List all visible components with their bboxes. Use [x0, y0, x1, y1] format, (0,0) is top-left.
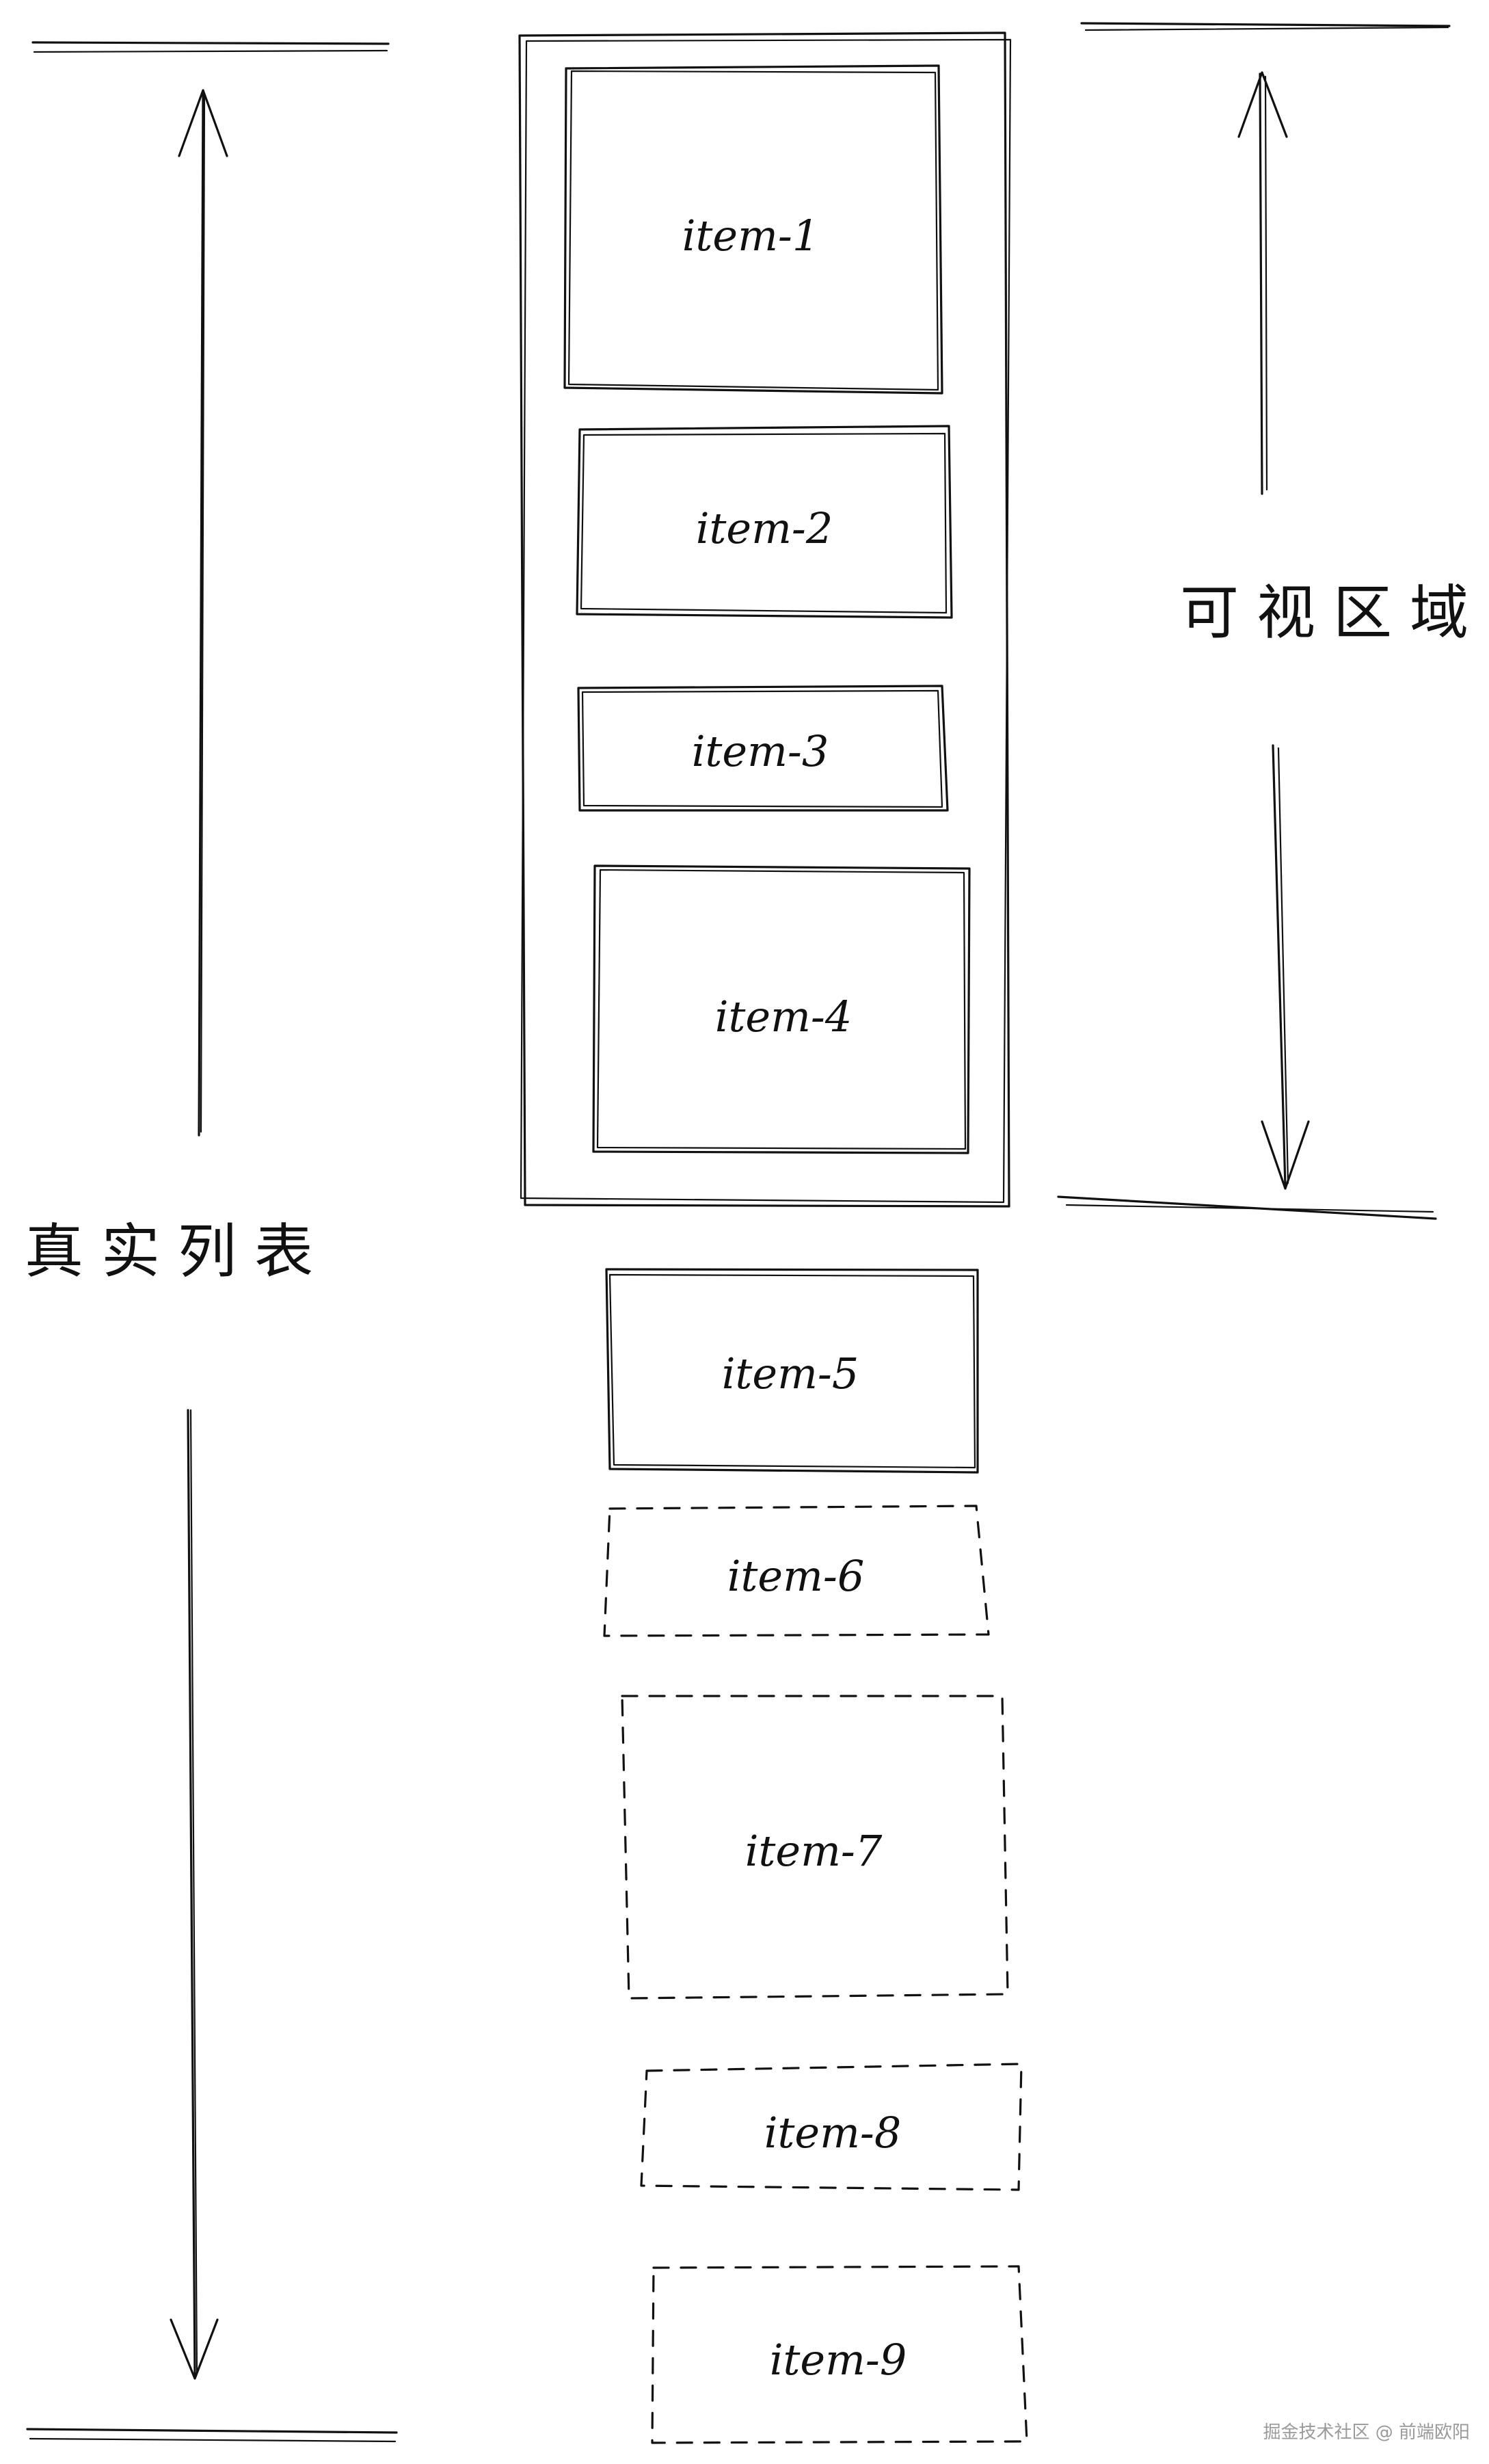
list-item: item-7: [621, 1695, 1009, 2000]
list-item: item-8: [640, 2063, 1023, 2191]
up-arrow-head-icon: [178, 89, 228, 157]
real-list-bracket: 真实列表: [25, 41, 398, 2443]
item-label: item-9: [770, 2335, 907, 2385]
real-list-top-line: [31, 41, 390, 45]
down-arrow-head-icon: [1261, 1120, 1310, 1190]
viewport-frame: [518, 31, 1012, 1208]
list-item: item-5: [605, 1268, 979, 1474]
item-label: item-5: [722, 1349, 859, 1399]
visible-area-top-line: [1080, 22, 1451, 27]
item-label: item-2: [696, 503, 833, 553]
watermark: 掘金技术社区 @ 前端欧阳: [1263, 2422, 1470, 2443]
list-item: item-4: [592, 864, 971, 1154]
item-label: item-4: [715, 992, 853, 1042]
list-item: item-3: [577, 685, 949, 812]
item-label: item-3: [692, 726, 829, 776]
visible-area-up-arrow: [1259, 72, 1263, 495]
item-label: item-6: [727, 1551, 865, 1601]
item-label: item-1: [682, 211, 820, 261]
list-item: item-1: [563, 64, 943, 395]
real-list-down-arrow: [187, 1409, 196, 2379]
real-list-up-arrow: [198, 90, 204, 1137]
real-list-label: 真实列表: [25, 1217, 331, 1286]
visible-area-bracket: 可视区域: [1057, 22, 1486, 1220]
real-list-bottom-line: [26, 2428, 398, 2434]
item-label: item-8: [764, 2108, 902, 2158]
visible-area-down-arrow: [1272, 744, 1287, 1188]
list-item: item-2: [576, 425, 953, 619]
list-item: item-6: [603, 1505, 990, 1637]
down-arrow-head-icon: [170, 2318, 219, 2380]
visible-area-label: 可视区域: [1180, 579, 1486, 647]
up-arrow-head-icon: [1237, 71, 1288, 138]
list-item: item-9: [651, 2265, 1028, 2444]
item-label: item-7: [745, 1826, 883, 1876]
